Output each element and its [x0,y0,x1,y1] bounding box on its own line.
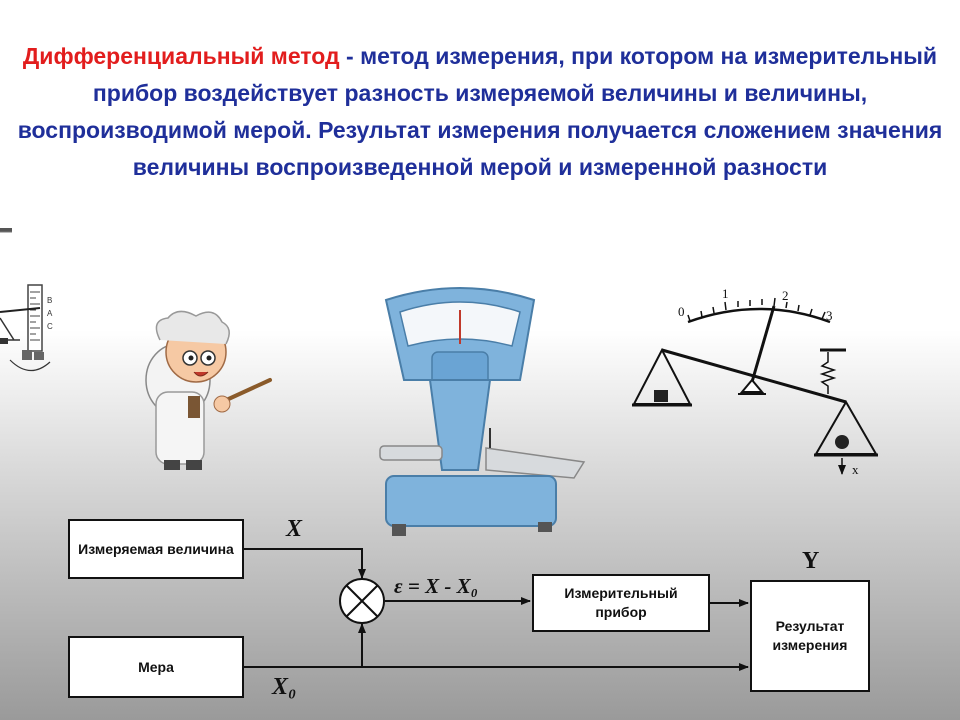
displacement-label: x [852,462,859,477]
signal-x-label: X [286,516,303,542]
slide-title: Дифференциальный метод - метод измерения… [0,38,960,186]
left-balance-illustration [0,228,51,372]
dial-number-0: 0 [678,304,685,319]
instrument-box: Измерительный прибор [532,574,710,632]
dial-number-1: 1 [722,286,729,301]
signal-difference-label: ε = X - X₀ [394,574,478,598]
title-definition: - метод измерения, при котором на измери… [17,43,943,180]
dial-number-2: 2 [782,288,789,303]
measured-quantity-box: Измеряемая величина [68,519,244,579]
comparator-circle [339,578,385,624]
signal-connectors [244,548,749,671]
measured-quantity-label: Измеряемая величина [78,540,234,557]
result-label: Результат измерения [772,618,848,653]
result-box: Результат измерения [750,580,870,692]
title-highlight: Дифференциальный метод [22,43,340,69]
signal-x0-label: X₀ [272,674,297,700]
measure-box: Мера [68,636,244,698]
measure-label: Мера [138,658,174,675]
scale-letter-a: A [47,309,53,318]
dial-number-3: 3 [826,308,833,323]
instrument-label: Измерительный прибор [564,585,678,620]
weighing-scale-illustration [379,287,586,536]
lever-dial-illustration [632,297,878,475]
professor-illustration [145,310,272,470]
scale-letter-c: C [47,322,53,331]
scale-letter-b: B [47,296,52,305]
signal-y-label: Y [802,548,820,574]
